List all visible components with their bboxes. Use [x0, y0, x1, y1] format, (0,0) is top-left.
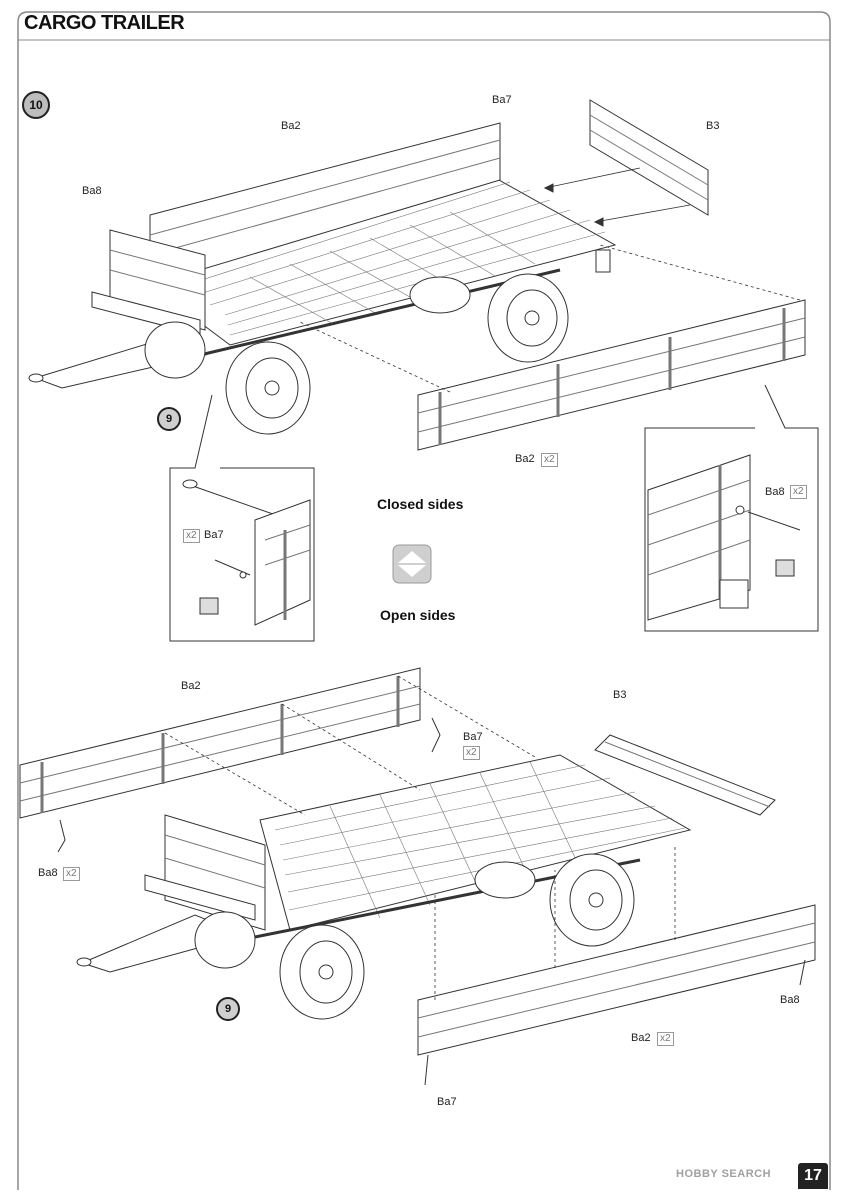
quantity-badge: x2: [790, 485, 807, 499]
bottom-trailer-drawing: [19, 667, 816, 1086]
watermark: HOBBY SEARCH: [676, 1168, 772, 1180]
open-sides-label: Open sides: [380, 607, 456, 623]
closed-sides-label: Closed sides: [377, 496, 464, 512]
detail-inset-right: [644, 384, 819, 632]
quantity-badge: x2: [657, 1032, 674, 1046]
step-number-badge: 10: [22, 91, 50, 119]
detail-inset-left: [169, 394, 315, 642]
part-label-ba2-loose: Ba2: [515, 453, 535, 465]
quantity-badge: x2: [541, 453, 558, 467]
part-label-ba2-bottom: Ba2: [181, 680, 201, 692]
part-label-ba7-bottom-loose: Ba7: [437, 1096, 457, 1108]
quantity-badge: x2: [183, 529, 200, 543]
part-label-ba7-bottom: Ba7: [463, 731, 483, 743]
sub-step-badge-top: 9: [157, 407, 181, 431]
page-border: [17, 11, 831, 1190]
part-label-ba2-top: Ba2: [281, 120, 301, 132]
sub-step-badge-bottom: 9: [216, 997, 240, 1021]
page-number: 17: [798, 1163, 828, 1189]
switch-sides-icon: [392, 544, 432, 584]
page-title: CARGO TRAILER: [24, 12, 185, 34]
part-label-ba8-top: Ba8: [82, 185, 102, 197]
part-label-ba8-bottom: Ba8: [38, 867, 58, 879]
top-trailer-drawing: [28, 122, 617, 435]
part-label-b3-bottom: B3: [613, 689, 627, 701]
quantity-badge: x2: [463, 746, 480, 760]
part-label-ba7-top: Ba7: [492, 94, 512, 106]
part-label-ba8-bottom-right: Ba8: [780, 994, 800, 1006]
part-label-ba7-inset: Ba7: [204, 529, 224, 541]
part-label-b3-top: B3: [706, 120, 720, 132]
part-label-ba2-bottom-loose: Ba2: [631, 1032, 651, 1044]
quantity-badge: x2: [63, 867, 80, 881]
top-loose-parts: [299, 99, 806, 451]
part-label-ba8-inset: Ba8: [765, 486, 785, 498]
